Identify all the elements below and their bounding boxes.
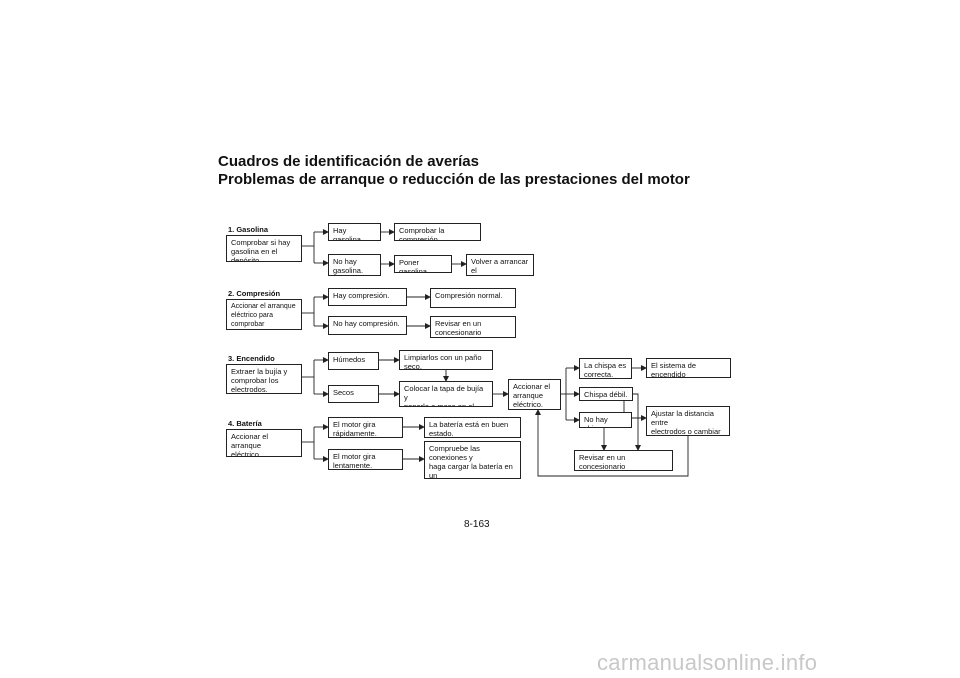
node-ajustar-distancia: Ajustar la distancia entre electrodos o … [646, 406, 730, 436]
page-subtitle: Problemas de arranque o reducción de las… [218, 171, 690, 188]
section-label-gasolina: 1. Gasolina [228, 225, 269, 234]
node-poner-gasolina: Poner gasolina. [394, 255, 452, 273]
node-no-hay-chispa: No hay chispa. [579, 412, 632, 428]
node-bateria-buen-estado: La batería está en buen estado. [424, 417, 521, 438]
check-compresion-box: Accionar el arranque eléctrico para comp… [226, 299, 302, 330]
node-humedos: Húmedos [328, 352, 379, 370]
node-secos: Secos [328, 385, 379, 403]
node-revisar-concesionario-1: Revisar en un concesionario Yamaha. [430, 316, 516, 338]
check-encendido-box: Extraer la bujía y comprobar los electro… [226, 364, 302, 394]
node-sistema-funciona: El sistema de encendido funciona bien. [646, 358, 731, 378]
check-bateria-box: Accionar el arranque eléctrico. [226, 429, 302, 457]
node-accionar-electrico: Accionar el arranque eléctrico. [508, 379, 561, 410]
section-label-encendido: 3. Encendido [228, 354, 275, 363]
node-comprobar-compresion: Comprobar la compresión. [394, 223, 481, 241]
node-hay-gasolina: Hay gasolina. [328, 223, 381, 241]
node-revisar-concesionario-2: Revisar en un concesionario Yamaha. [574, 450, 673, 471]
node-no-hay-compresion: No hay compresión. [328, 316, 407, 335]
node-chispa-debil: Chispa débil. [579, 387, 633, 401]
node-compruebe-conexiones: Compruebe las conexiones y haga cargar l… [424, 441, 521, 479]
watermark: carmanualsonline.info [597, 650, 818, 675]
page-title: Cuadros de identificación de averías [218, 153, 479, 170]
node-compresion-normal: Compresión normal. [430, 288, 516, 308]
page-number: 8-163 [464, 519, 490, 530]
node-hay-compresion: Hay compresión. [328, 288, 407, 306]
node-no-hay-gasolina: No hay gasolina. [328, 254, 381, 276]
section-label-bateria: 4. Batería [228, 419, 262, 428]
node-motor-gira-lento: El motor gira lentamente. [328, 449, 403, 470]
node-motor-gira-rapido: El motor gira rápidamente. [328, 417, 403, 438]
node-colocar-tapa: Colocar la tapa de bujía y ponerla a mas… [399, 381, 493, 407]
node-volver-arrancar: Volver a arrancar el motor. [466, 254, 534, 276]
check-gasolina-box: Comprobar si hay gasolina en el depósito… [226, 235, 302, 262]
node-limpiarlos: Limpiarlos con un paño seco. [399, 350, 493, 370]
section-label-compresion: 2. Compresión [228, 289, 281, 298]
node-chispa-correcta: La chispa es correcta. [579, 358, 632, 379]
